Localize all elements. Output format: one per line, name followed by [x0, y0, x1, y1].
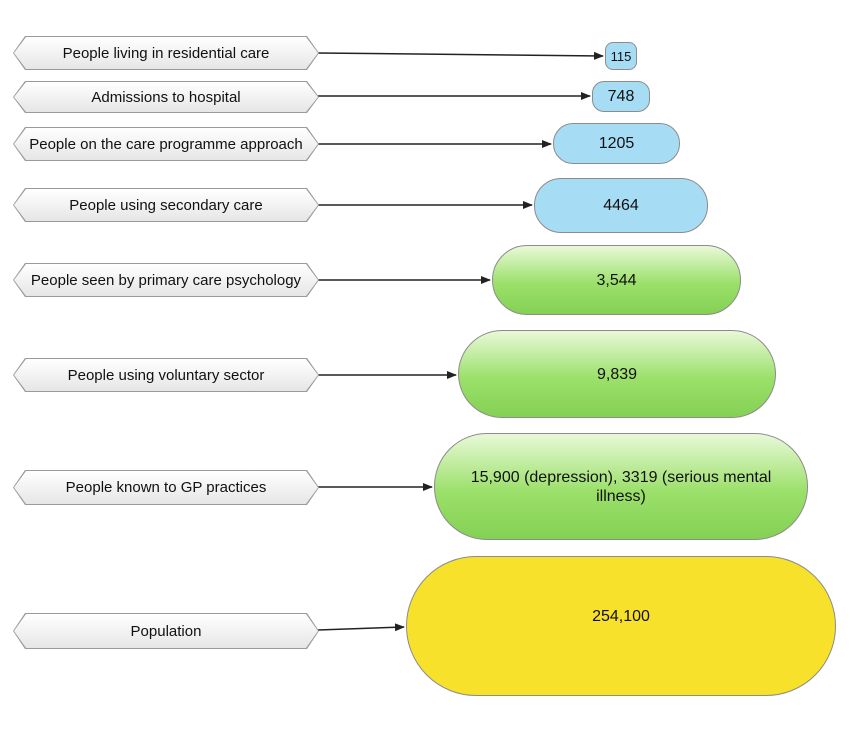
arrow-7	[317, 623, 405, 632]
level-label-voluntary-sector: People using voluntary sector	[14, 359, 318, 391]
level-value-population: 254,100	[406, 556, 836, 696]
level-label-hospital-admissions: Admissions to hospital	[14, 82, 318, 112]
level-value-gp-practices: 15,900 (depression), 3319 (serious menta…	[434, 433, 808, 540]
level-label-gp-practices: People known to GP practices	[14, 471, 318, 504]
level-label-residential-care: People living in residential care	[14, 37, 318, 69]
level-label-care-programme-approach: People on the care programme approach	[14, 128, 318, 160]
arrow-0	[317, 51, 604, 60]
level-value-hospital-admissions: 748	[592, 81, 650, 112]
level-label-primary-care-psychology: People seen by primary care psychology	[14, 264, 318, 296]
level-label-secondary-care: People using secondary care	[14, 189, 318, 221]
level-label-population: Population	[14, 614, 318, 648]
level-value-residential-care: 115	[605, 42, 637, 70]
level-value-primary-care-psychology: 3,544	[492, 245, 741, 315]
level-value-secondary-care: 4464	[534, 178, 708, 233]
level-value-care-programme-approach: 1205	[553, 123, 680, 164]
level-value-voluntary-sector: 9,839	[458, 330, 776, 418]
